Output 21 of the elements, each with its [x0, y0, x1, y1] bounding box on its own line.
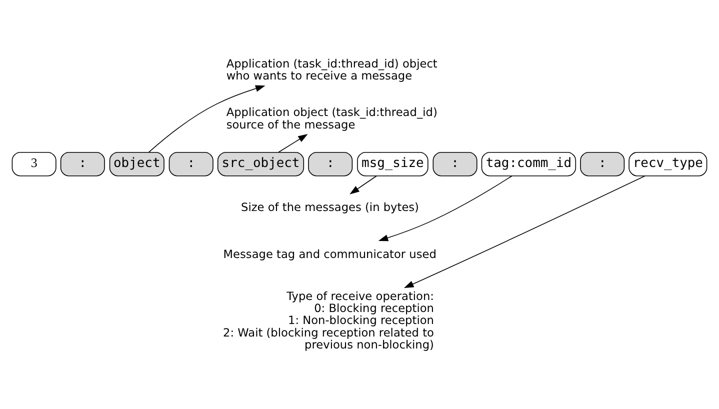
- node-box: recv_type: [628, 151, 708, 176]
- node-text: Size of the messages (in bytes): [241, 200, 419, 214]
- node-box: :: [168, 151, 214, 176]
- node-box: tag:comm_id: [481, 151, 576, 176]
- arrow: [350, 174, 378, 194]
- node-box: src_object: [217, 151, 304, 176]
- node-text: Application (task_id:thread_id) object who wants to receive a message: [226, 56, 438, 82]
- node-text: Message tag and communicator used: [223, 246, 436, 261]
- node-box: :: [432, 151, 478, 176]
- node-text: Type of receive operation: 0: Blocking reception 1: Non-blocking reception 2: Wait (blocking reception related to previous non-blocking): [223, 288, 434, 351]
- node-box: 3: [12, 151, 56, 176]
- arrow: [278, 134, 308, 152]
- node-box: :: [60, 151, 105, 176]
- node-text: Application object (task_id:thread_id) source of the message: [226, 104, 438, 131]
- arrow: [378, 174, 512, 241]
- node-box: :: [580, 151, 625, 176]
- arrow: [148, 84, 266, 152]
- node-box: msg_size: [357, 151, 428, 176]
- node-box: object: [109, 151, 164, 176]
- node-box: :: [308, 151, 353, 176]
- arrow: [404, 175, 646, 288]
